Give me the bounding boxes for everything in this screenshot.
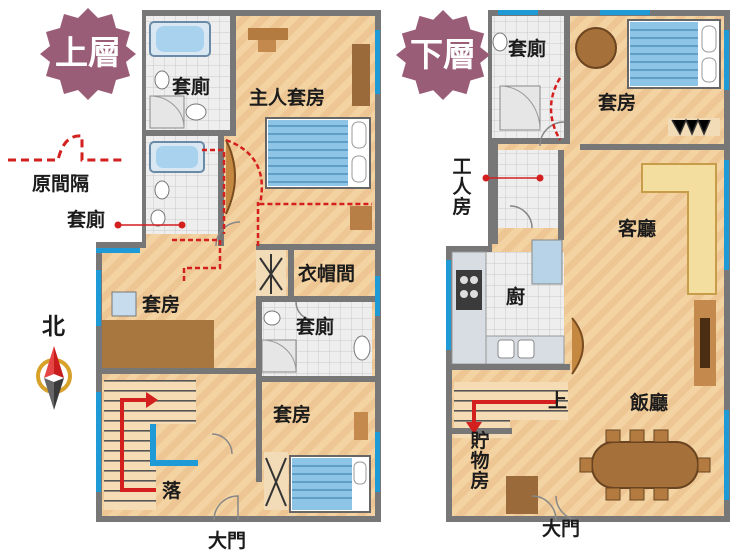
lower-suite-label: 套房 [598,92,637,114]
upper-entrance-label: 大門 [208,530,247,552]
upper-closet-label: 衣帽間 [298,263,356,285]
upper-bath-left-label: 套廁 [67,209,106,231]
upper-floor-badge [40,8,136,100]
lower-living-room-label: 客廳 [618,218,657,240]
original-partition-legend-line [8,134,126,162]
upper-suite-left-label: 套房 [142,294,181,316]
lower-floor-badge [396,9,490,101]
legend-label: 原間隔 [32,173,90,195]
upper-floor-badge-label: 上層 [55,33,121,72]
lower-helper-room-label: 工人房 [452,156,472,218]
lower-floor-badge-label: 下層 [410,35,476,74]
upper-bath-top-label: 套廁 [172,76,211,98]
lower-entrance-label: 大門 [542,518,581,540]
upper-suite-bottom-label: 套房 [273,404,312,426]
upper-floor-plan [96,10,381,522]
lower-up-stair-label: 上 [548,390,568,412]
compass-label: 北 [42,314,65,340]
lower-storage-room-label: 貯物房 [470,430,490,492]
north-arrow-icon [36,346,72,410]
upper-down-stair-label: 落 [162,480,182,502]
upper-bath-mid-label: 套廁 [296,316,335,338]
lower-dining-room-label: 飯廳 [630,392,669,414]
lower-floor-plan [446,10,730,522]
lower-bath-label: 套廁 [508,38,547,60]
lower-kitchen-label: 廚 [506,286,526,308]
upper-master-suite-label: 主人套房 [249,87,326,109]
